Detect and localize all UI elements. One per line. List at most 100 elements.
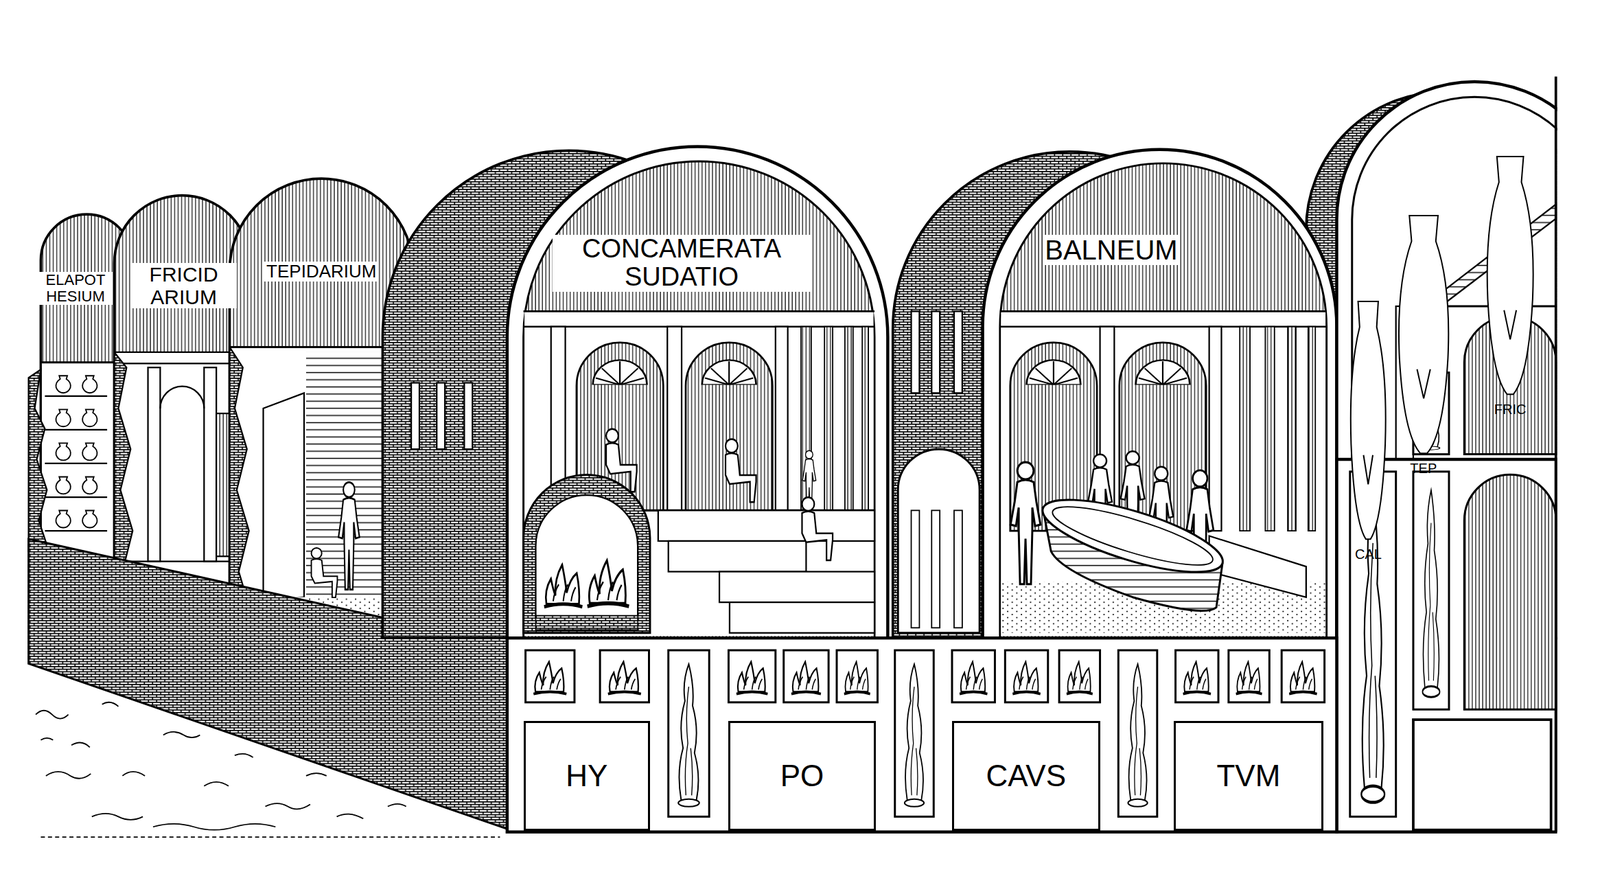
- hypocaust-letters: PO: [780, 759, 825, 793]
- hypocaust: [836, 650, 878, 703]
- sudatio-vault: [729, 601, 875, 633]
- sudatio-vault: [382, 146, 888, 638]
- elaeothesium-room: [56, 442, 71, 460]
- sudatio-vault: [862, 326, 869, 511]
- room-name-area: CONCAMERATA SUDATIO: [552, 234, 811, 293]
- hypocaust: [959, 661, 988, 694]
- hypocaust-letters: CAVS: [985, 759, 1066, 793]
- hypocaust: [895, 650, 934, 817]
- vessel-outline: [1396, 204, 1452, 461]
- elaeothesium-room: [82, 510, 97, 528]
- sudatio-vault: [844, 326, 854, 511]
- frigidarium-room: [203, 367, 217, 561]
- hypocaust: [952, 650, 995, 703]
- room-name: CONCAMERATA SUDATIO: [552, 234, 811, 293]
- balneum-vault: [1000, 163, 1327, 638]
- elaeothesium-room: [56, 409, 71, 427]
- hypocaust: [608, 661, 642, 694]
- room-name: ELAPOT HESIUM: [38, 271, 113, 305]
- praefurnium-room: [1336, 76, 1557, 832]
- hypocaust: [533, 661, 567, 694]
- hypocaust-panel: HY: [523, 720, 651, 832]
- vessel-label: CAL: [1354, 546, 1382, 562]
- vessel-label: TEP: [1409, 460, 1437, 476]
- ground: [163, 731, 201, 738]
- balneum-vault: [1000, 310, 1327, 327]
- ground: [265, 803, 311, 809]
- balneum-vault: [982, 149, 1338, 638]
- hypocaust-letters: TVM: [1216, 759, 1281, 793]
- vessel-outline: [1348, 290, 1388, 547]
- vessel-outline: [1398, 215, 1449, 454]
- room-name: BALNEUM: [1042, 234, 1180, 265]
- elaeothesium-room: [44, 396, 108, 531]
- praefurnium-room: [1361, 494, 1385, 803]
- hypocaust: [1228, 650, 1270, 703]
- water-vessel: TEP: [1396, 204, 1452, 461]
- sudatio-vault: [411, 383, 420, 450]
- ground: [35, 710, 69, 719]
- praefurnium-room: [1554, 76, 1558, 832]
- balneum-vault: [931, 310, 940, 393]
- balneum-vault: [1048, 495, 1218, 576]
- hypocaust: [599, 650, 649, 703]
- hypocaust: [507, 637, 1338, 832]
- sudatio-vault: [523, 310, 875, 327]
- hypocaust-panel: CAVS: [952, 720, 1101, 832]
- sudatio-vault: [775, 326, 788, 511]
- hypocaust: [1183, 661, 1211, 694]
- sudatio-vault: [725, 439, 757, 503]
- sudatio-vault: [587, 560, 630, 607]
- hypocaust: [525, 650, 575, 703]
- sudatio-vault: [668, 540, 807, 572]
- sudatio-vault: [507, 146, 889, 638]
- hypocaust: [791, 661, 821, 694]
- vessel-label: FRIC: [1494, 401, 1527, 417]
- hypocaust-letters: HY: [565, 759, 608, 793]
- ground: [102, 702, 119, 707]
- sudatio-vault: [801, 496, 833, 561]
- elaeothesium-room: [82, 409, 97, 427]
- balneum-vault: [1000, 310, 1326, 636]
- balneum-vault: [1308, 326, 1316, 531]
- hypocaust: [1012, 661, 1040, 694]
- ground: [234, 753, 254, 758]
- sudatio-vault: [702, 359, 757, 385]
- balneum-vault: [1209, 326, 1222, 531]
- praefurnium-room: [1413, 471, 1449, 710]
- tepidarium-room: [311, 547, 338, 598]
- room-name-area: FRICID ARIUM: [131, 262, 237, 309]
- sudatio-vault: [667, 326, 682, 511]
- hypocaust: [736, 661, 768, 694]
- room-name-area: BALNEUM: [1009, 234, 1213, 266]
- elaeothesium-room: [82, 442, 97, 460]
- elaeothesium-room: [82, 476, 97, 494]
- balneum-vault: [1239, 326, 1250, 531]
- ground: [122, 771, 145, 776]
- balneum-vault: [1265, 326, 1274, 531]
- elaeothesium-room: [28, 369, 50, 552]
- elaeothesium-room: [56, 375, 71, 393]
- tepidarium-room: [338, 481, 360, 589]
- room-name-area: ELAPOT HESIUM: [38, 271, 113, 306]
- hypocaust: [507, 637, 1338, 832]
- ground: [203, 781, 229, 786]
- vessel-outline: [1484, 145, 1536, 402]
- vessel-outline: [1487, 156, 1534, 394]
- tepidarium-room: [263, 392, 305, 602]
- ground: [91, 813, 143, 820]
- balneum-vault: [954, 310, 963, 393]
- balneum-vault: [1287, 326, 1296, 531]
- hypocaust: [1004, 650, 1048, 703]
- ground: [306, 772, 327, 776]
- ground: [71, 741, 90, 747]
- hypocaust: [678, 663, 700, 807]
- vessel-mark: [1363, 455, 1374, 485]
- balneum-vault: [931, 509, 940, 628]
- balneum-vault: [954, 509, 963, 628]
- praefurnium-room: [1413, 719, 1552, 830]
- hypocaust: [1289, 661, 1317, 694]
- sudatio-vault: [685, 342, 773, 511]
- hypocaust: [1066, 661, 1093, 694]
- ground: [40, 737, 53, 740]
